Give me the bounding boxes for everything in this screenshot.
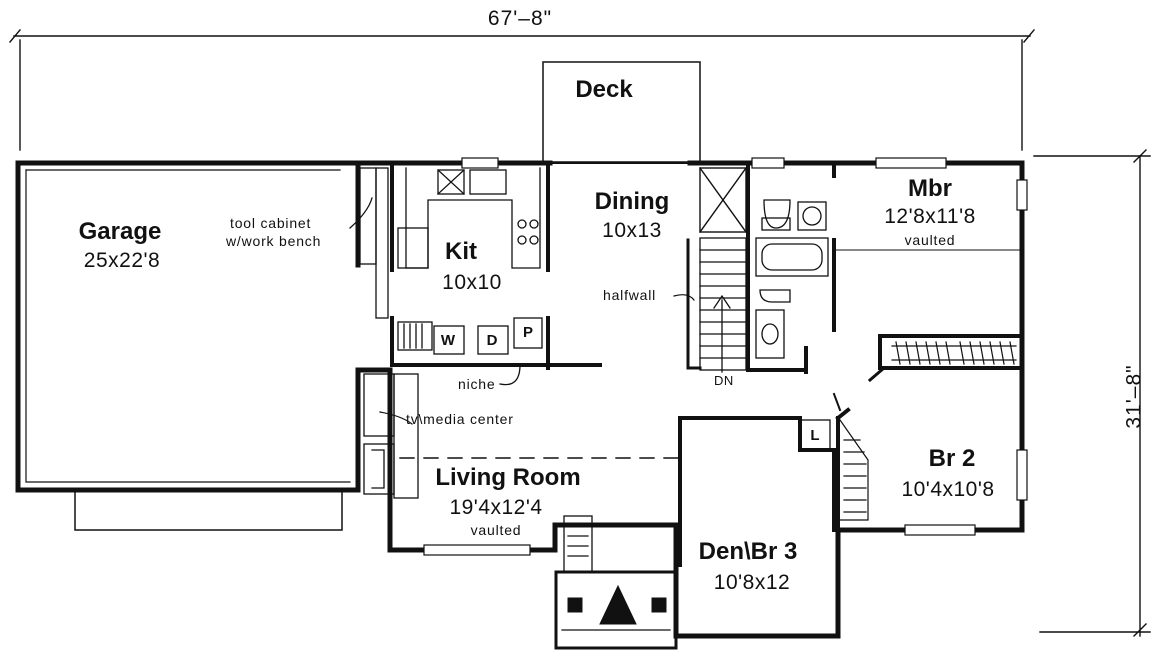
bedroom2-closet (839, 419, 869, 521)
dining-label: Dining (594, 188, 670, 215)
bedroom2-size: 10'4x10'8 (901, 478, 995, 501)
kitchen-size: 10x10 (442, 271, 502, 294)
garage-walls (15, 160, 361, 493)
fireplace (554, 570, 678, 650)
kitchen-counters (397, 167, 541, 269)
overall-width-label: 67'–8" (487, 7, 553, 30)
dining-size: 10x13 (602, 219, 662, 242)
living-room-label: Living Room (435, 464, 581, 491)
entry-door-line (832, 392, 842, 412)
stairs-down-label: DN (714, 373, 734, 388)
linen-closet (799, 419, 831, 451)
tool-cabinet-note-1: tool cabinet (230, 215, 312, 231)
media-center-leader (379, 411, 413, 425)
garage-door (74, 489, 343, 531)
kitchen-label: Kit (445, 238, 477, 265)
bath-fixtures (755, 199, 829, 359)
living-room-size: 19'4x12'4 (449, 496, 543, 519)
media-center (363, 373, 419, 499)
den-size: 10'8x12 (713, 571, 791, 594)
width-dimension-line (9, 29, 1035, 151)
tool-cabinet (349, 167, 389, 319)
den-label: Den\Br 3 (698, 538, 798, 565)
halfwall-note: halfwall (603, 287, 657, 303)
garage-inner-line (25, 169, 351, 483)
washer-label: W (440, 332, 456, 349)
halfwall (673, 238, 702, 370)
bedroom2-walls (835, 407, 851, 532)
master-door (867, 365, 887, 383)
kitchen-walls (390, 161, 602, 370)
master-closet (891, 341, 1017, 365)
stairs (699, 237, 747, 373)
master-bedroom-label: Mbr (908, 175, 952, 202)
overall-depth-label: 31'–8" (1122, 364, 1146, 429)
deck-label: Deck (575, 76, 633, 103)
depth-dimension-line (1033, 149, 1151, 637)
master-bedroom-size: 12'8x11'8 (884, 205, 976, 228)
windows (423, 157, 1028, 556)
linen-label: L (810, 427, 820, 444)
bathroom-walls (746, 161, 808, 374)
dining-closet (699, 167, 747, 233)
master-bedroom-note: vaulted (904, 232, 956, 248)
pantry-label: P (522, 324, 534, 341)
laundry-area (397, 317, 543, 386)
niche-note: niche (458, 376, 496, 392)
garage-label: Garage (78, 218, 162, 245)
living-room-note: vaulted (470, 522, 522, 538)
master-walls (832, 161, 1024, 370)
tool-cabinet-note-2: w/work bench (226, 233, 322, 249)
garage-size: 25x22'8 (83, 249, 161, 272)
media-center-note: tv\media center (406, 411, 514, 427)
bedroom2-label: Br 2 (928, 445, 976, 472)
dryer-label: D (486, 332, 498, 349)
